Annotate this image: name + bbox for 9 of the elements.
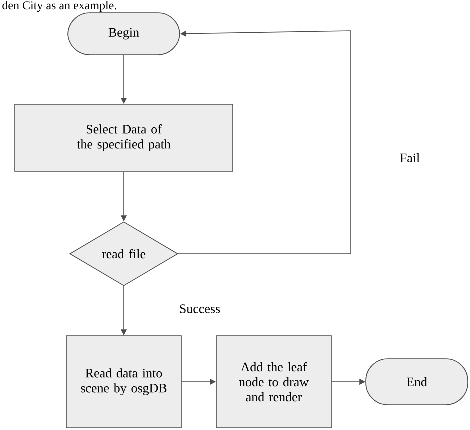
caption-text: den City as an example. [2, 1, 116, 12]
terminal-node: Begin [68, 12, 180, 56]
terminal-node: End [366, 358, 468, 406]
arrow [178, 30, 352, 254]
process-box: Add the leaf node to draw and render [216, 336, 332, 428]
edge-label: Success [180, 304, 220, 314]
process-box: Read data into scene by osgDB [66, 336, 182, 428]
edge-label: Fail [400, 153, 420, 163]
process-box: Select Data of the specified path [14, 104, 234, 172]
